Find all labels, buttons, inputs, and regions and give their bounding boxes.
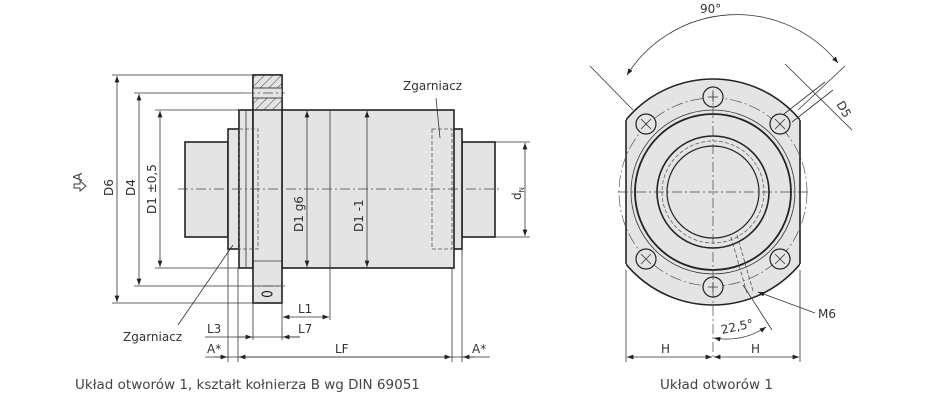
front-view: 90° D5 M6 22,5° H H xyxy=(589,2,854,362)
lube-hole xyxy=(261,290,273,298)
dim-l7: L7 xyxy=(298,322,312,336)
thread-m6-label: M6 xyxy=(818,307,836,321)
dim-d6: D6 xyxy=(102,179,116,196)
angle-22-5-label: 22,5° xyxy=(720,316,755,336)
angle-90-label: 90° xyxy=(700,2,721,16)
dim-lf: LF xyxy=(335,342,349,356)
view-arrow-label: A xyxy=(71,172,85,181)
dim-d1-tol: D1 ±0,5 xyxy=(145,164,159,214)
view-arrow-icon xyxy=(73,180,87,192)
dim-l1: L1 xyxy=(298,302,312,316)
wiper-leader-top xyxy=(435,97,441,139)
dim-d5: D5 xyxy=(833,99,854,121)
dim-d1-minus1: D1 -1 xyxy=(352,199,366,232)
dim-a-right: A* xyxy=(472,342,486,356)
side-view: A D6 D4 D1 ±0,5 D1 g6 D1 -1 dN Zgarniacz… xyxy=(71,74,530,362)
dim-a-left: A* xyxy=(207,342,221,356)
wiper-label-bottom: Zgarniacz xyxy=(123,330,182,344)
dim-dn: dN xyxy=(510,187,526,200)
wiper-leader-bottom xyxy=(177,244,234,326)
right-shaft xyxy=(461,141,496,238)
dim-h-right: H xyxy=(751,342,760,356)
caption-front-view: Układ otworów 1 xyxy=(660,377,773,393)
left-shaft xyxy=(184,141,229,238)
dim-h-left: H xyxy=(661,342,670,356)
dim-d1-g6: D1 g6 xyxy=(292,196,306,232)
dim-d4: D4 xyxy=(124,179,138,196)
caption-side-view: Układ otworów 1, kształt kołnierza B wg … xyxy=(75,377,420,393)
wiper-label-top: Zgarniacz xyxy=(403,79,462,93)
dim-l3: L3 xyxy=(207,322,221,336)
lube-bore xyxy=(730,234,754,294)
